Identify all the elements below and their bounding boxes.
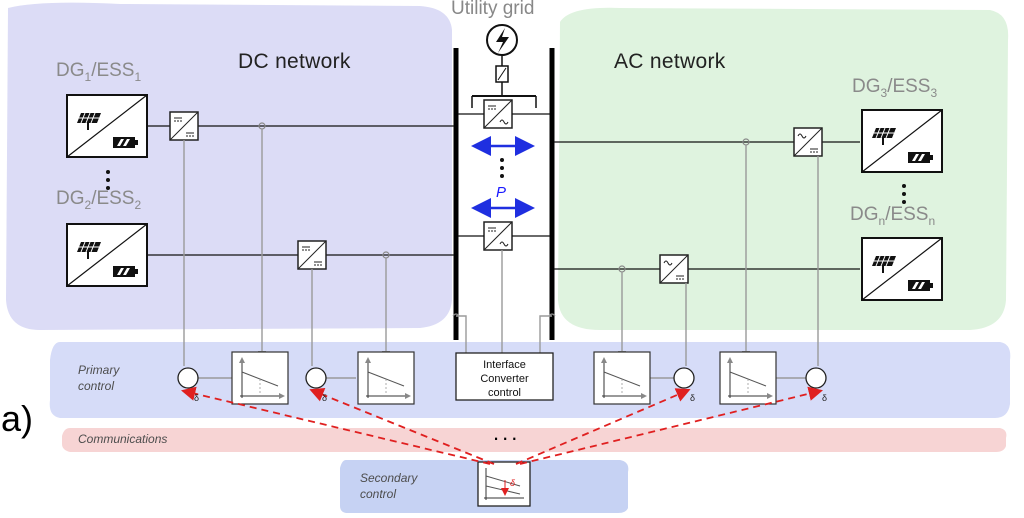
utility-grid-label: Utility grid — [451, 0, 535, 19]
secondary-control-box — [477, 461, 531, 507]
ic-line-2: Converter — [480, 373, 529, 385]
summing-junction-3 — [673, 367, 695, 389]
summing-junction-1 — [177, 367, 199, 389]
delta-label-1: δ — [194, 393, 199, 403]
communications-band — [62, 428, 1007, 452]
dg-ess-3-unit — [861, 109, 943, 173]
dg-ess-n-label: DGn/ESSn — [850, 204, 936, 228]
dg-ess-n-unit — [861, 237, 943, 301]
ic-line-3: control — [487, 387, 522, 399]
dc-network-label: DC network — [238, 50, 351, 73]
primary-line-2: control — [78, 379, 115, 393]
delta-label-2: δ — [322, 393, 327, 403]
panel-label: a) — [1, 398, 34, 439]
summing-junction-4 — [805, 367, 827, 389]
droop-block-2 — [358, 352, 414, 404]
ic-line-1: Interface — [483, 359, 526, 371]
delta-label-3: δ — [690, 393, 695, 403]
dg-ess-1-label: DG1/ESS1 — [56, 60, 142, 84]
primary-line-1: Primary — [78, 363, 120, 377]
communication-links — [180, 386, 823, 465]
interface-converter-top — [483, 99, 513, 129]
secondary-line-1: Secondary — [360, 471, 418, 485]
primary-control-label: Primary control — [78, 362, 119, 394]
ac-network-label: AC network — [614, 50, 726, 73]
ac-converter-n — [659, 254, 689, 284]
ac-converter-3 — [793, 127, 823, 157]
secondary-line-2: control — [360, 487, 397, 501]
droop-block-1 — [232, 352, 288, 404]
droop-block-4 — [720, 352, 776, 404]
interface-converter-control-box — [455, 352, 554, 401]
secondary-control-label: Secondary control — [360, 470, 417, 502]
dg-ess-2-unit — [66, 223, 148, 287]
droop-block-3 — [594, 352, 650, 404]
communications-label: Communications — [78, 432, 168, 446]
feedback-lines — [183, 129, 819, 379]
interface-converter-control-text: Interface Converter control — [456, 358, 553, 400]
dg-ess-1-unit — [66, 94, 148, 158]
delta-label-secondary: δ — [510, 478, 516, 488]
communications-ellipsis: ... — [493, 420, 521, 445]
dg-ess-2-label: DG2/ESS2 — [56, 188, 142, 212]
interface-converter-bottom — [483, 221, 513, 251]
dc-converter-1 — [169, 111, 199, 141]
dg-ess-3-label: DG3/ESS3 — [852, 76, 938, 100]
summing-junction-2 — [305, 367, 327, 389]
delta-label-4: δ — [822, 393, 827, 403]
dc-converter-2 — [297, 240, 327, 270]
power-flow-label: P — [496, 184, 507, 201]
